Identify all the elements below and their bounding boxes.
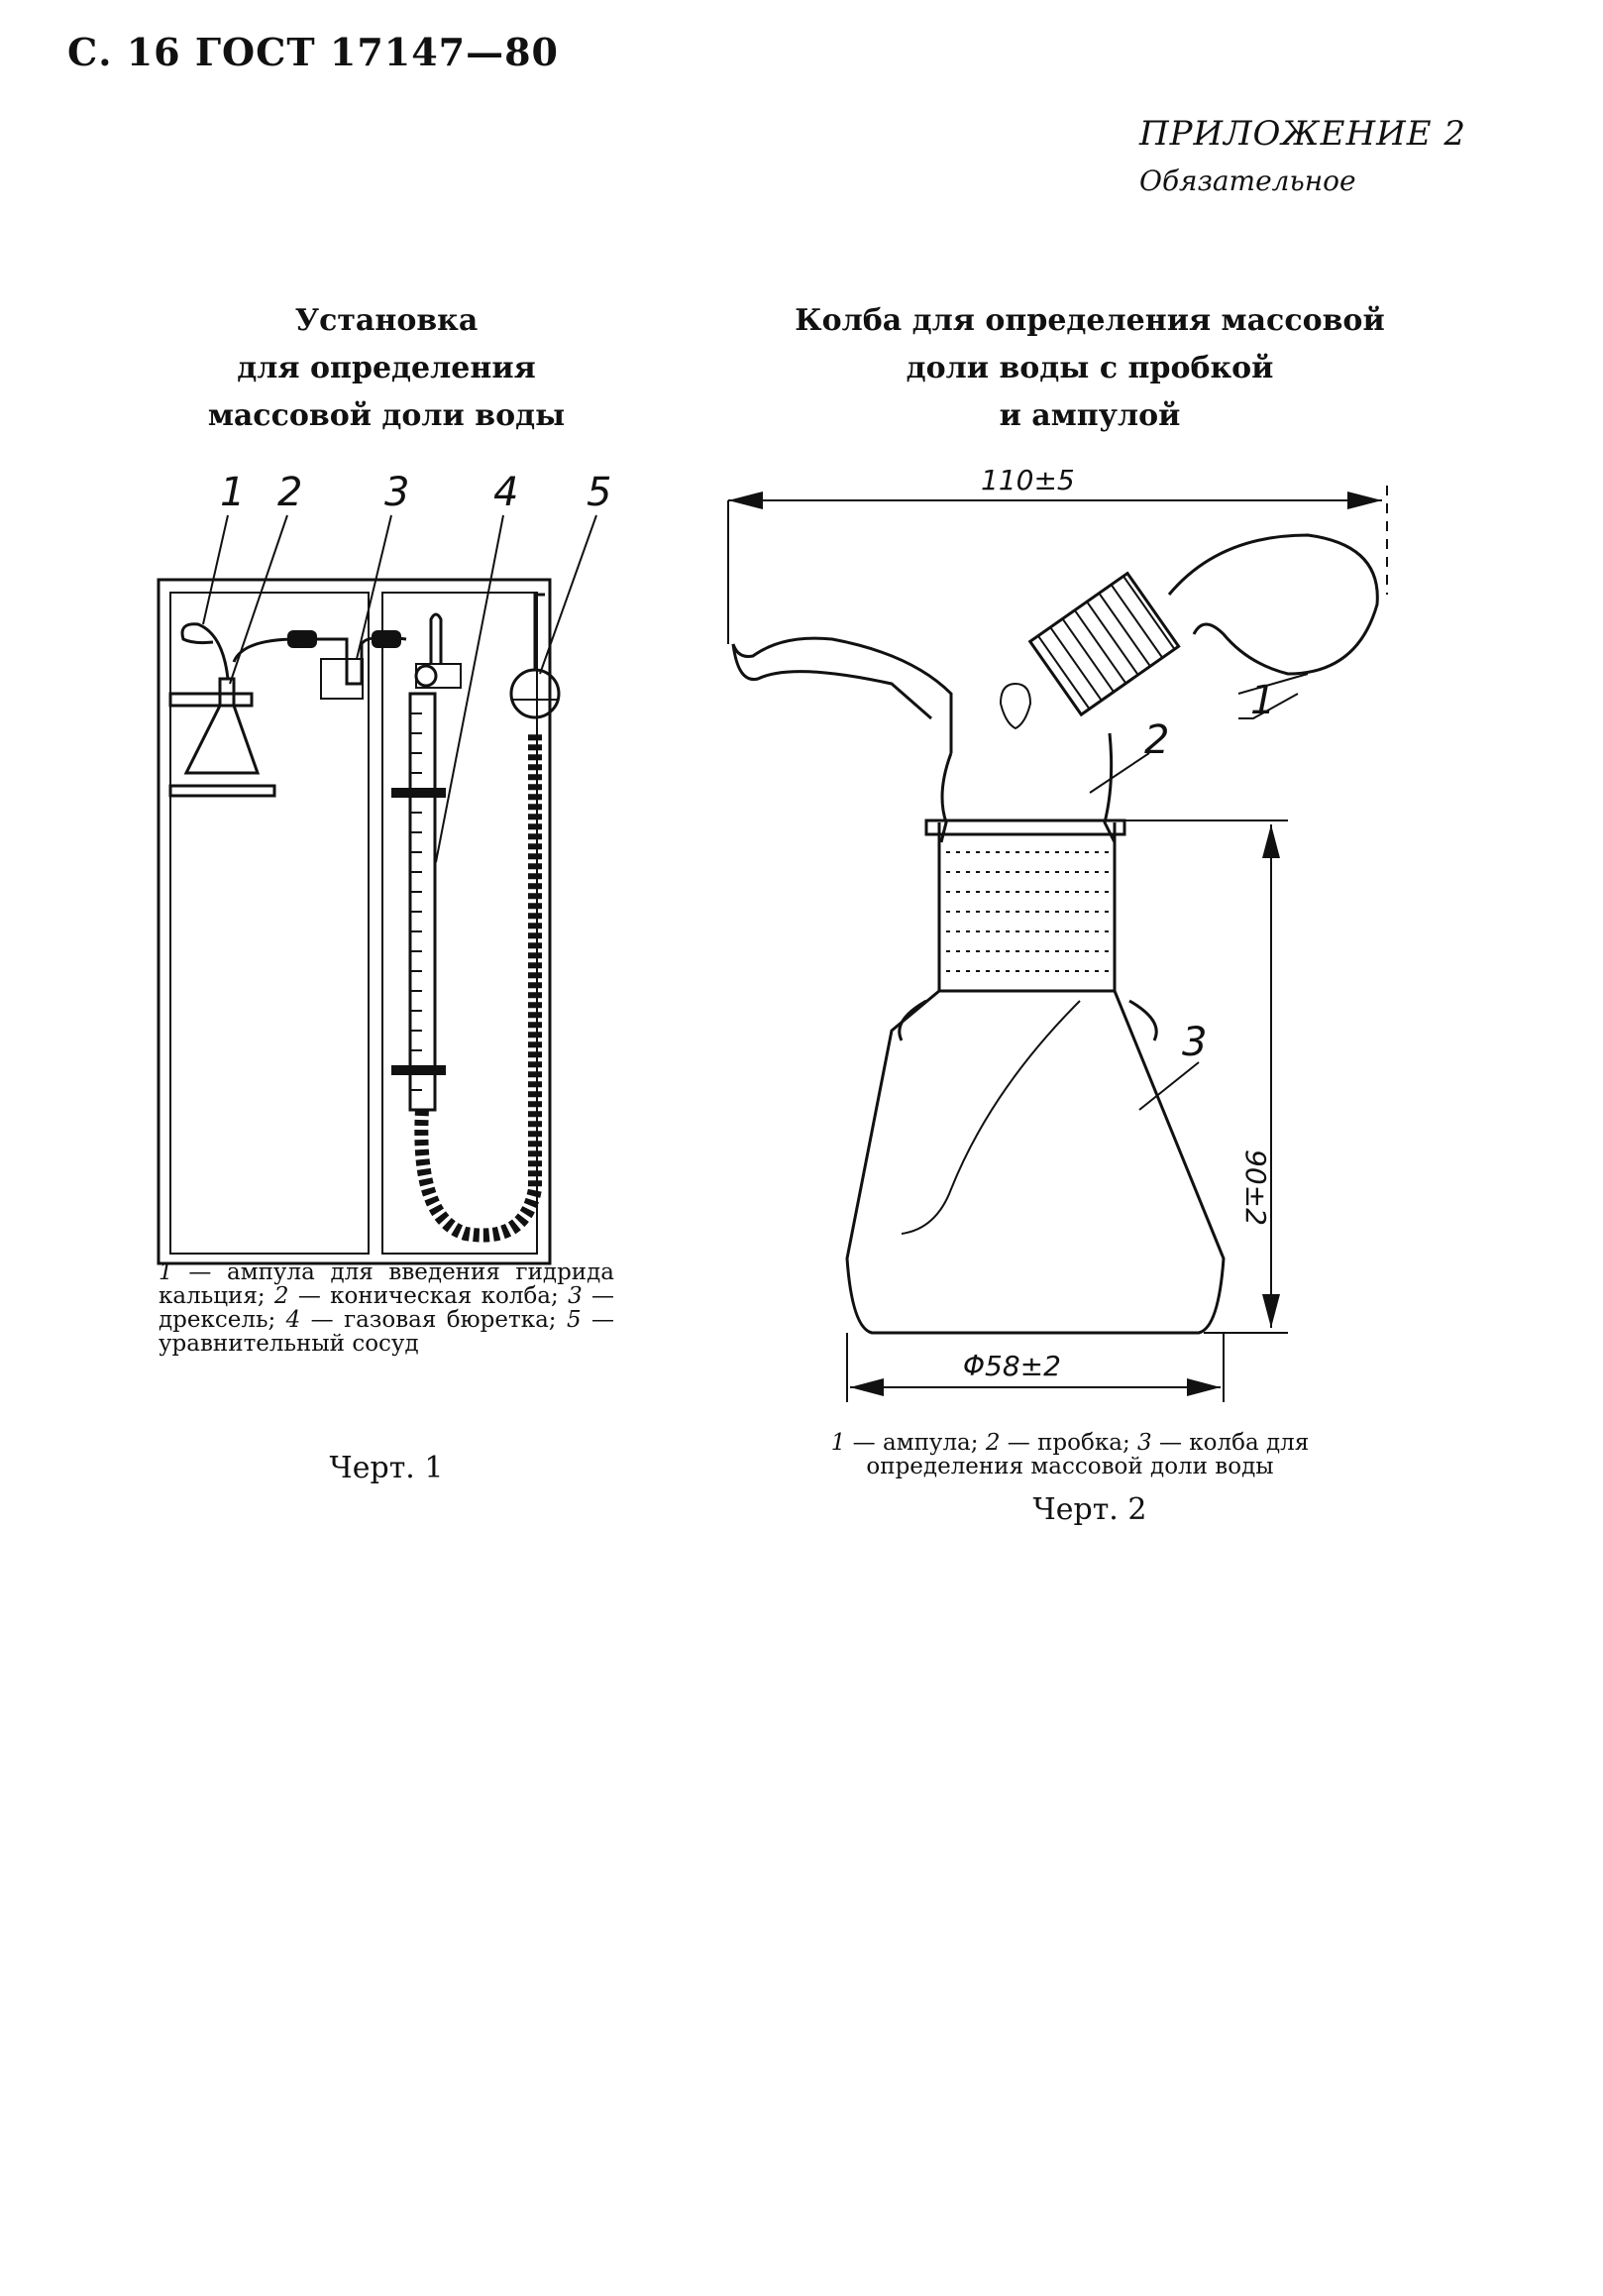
dim-diameter-label: Φ58±2 [963,1350,1061,1382]
dim-height-label: 90±2 [1239,1149,1272,1226]
inner-tube [901,1000,1081,1235]
legend-text: — ампула; [845,1430,986,1456]
appendix-status: Обязательное [1139,164,1356,197]
burette-top [429,612,443,664]
callout-leader-3b [1138,1061,1200,1111]
connector-1 [287,630,317,648]
callout-leader-5 [539,514,597,675]
vent-hole [999,682,1032,730]
figure1-title: Установка для определения массовой доли … [178,297,594,440]
dim-arrow-d-left [850,1378,884,1396]
cabinet-frame [157,578,552,1265]
cabinet-right-compartment [381,592,538,1255]
stopper-assembly [1027,571,1181,717]
figure2-drawing: 110±5 90±2 [727,464,1388,1402]
fig2-callout-1: 1 [1250,678,1275,723]
legend-text: — ампула для введения гидрида кальция; [159,1259,614,1309]
callout-leader-3 [356,514,392,660]
shelf [168,692,254,708]
flask-body [845,989,1226,1335]
figure2-title-line: доли воды с пробкой [906,351,1274,385]
callout-4: 4 [493,470,518,515]
burette-scale [410,712,422,1091]
stopper-rim [924,819,1126,836]
legend-num: 2 [273,1283,289,1309]
callout-leader-2b [1089,752,1150,794]
side-tube-lower [731,643,932,720]
figure1-title-line: для определения [237,351,536,385]
ampoule [180,622,230,680]
legend-num: 2 [985,1430,1001,1456]
figure1-title-line: массовой доли воды [207,398,566,433]
dim-arrow-left [728,492,763,509]
clamp-lower [391,1065,446,1075]
legend-num: 3 [568,1283,583,1309]
figure1-caption: Черт. 1 [329,1451,444,1485]
fig2-callout-3: 3 [1182,1020,1207,1065]
drexel-bottle [317,637,364,686]
legend-num: 5 [566,1307,582,1333]
legend-num: 3 [1137,1430,1152,1456]
legend-text: — коническая колба; [288,1283,569,1309]
cabinet-left-compartment [169,592,370,1255]
legend-num: 4 [285,1307,301,1333]
stopper-ground-section [937,822,1117,993]
legend-text: — колба для определения массовой доли во… [866,1430,1310,1479]
leveling-vessel [509,668,561,719]
side-tube-upper [731,636,953,753]
callout-1: 1 [220,470,245,515]
dim-arrow-top [1262,824,1280,858]
stopper [1027,571,1181,717]
conical-flask [183,677,261,775]
legend-num: 1 [159,1259,173,1285]
callout-leader-4 [435,514,504,863]
gas-burette [408,692,437,1112]
stopcock [414,664,438,688]
callout-leader-2 [229,514,288,685]
legend-text: — уравнительный сосуд [159,1307,614,1357]
callout-leader-1b [1238,693,1299,719]
bottom-shelf [168,784,276,798]
figure1-legend: 1 — ампула для введения гидрида кальция;… [159,1260,614,1356]
connector-2 [372,630,401,648]
legend-text: — газовая бюретка; [300,1307,567,1333]
leveling-vessel-hanger [533,593,545,670]
legend-num: 1 [830,1430,846,1456]
rubber-hose [414,733,542,1243]
callout-2: 2 [277,470,302,515]
figure2-title-line: и ампулой [999,398,1181,433]
ampoule-bulb [1167,533,1379,676]
callout-leader-1 [202,514,229,625]
figure2-title: Колба для определения массовой доли воды… [773,297,1407,440]
flask-lip-left [898,999,927,1041]
neck-left [939,752,953,843]
callout-leader-amp [1237,673,1309,695]
dim-arrow-d-right [1187,1378,1221,1396]
figure1-title-line: Установка [294,303,479,338]
legend-text: — пробка; [1000,1430,1138,1456]
dim-arrow-bottom [1262,1294,1280,1328]
drexel-body [320,658,364,700]
page-header: С. 16 ГОСТ 17147—80 [67,30,559,74]
clamp-upper [391,788,446,798]
callout-3: 3 [384,470,409,515]
stopper-thread [1037,575,1176,710]
dim-arrow-right [1347,492,1382,509]
fig2-callout-2: 2 [1144,717,1169,763]
figure1-drawing: 1 2 3 4 5 [157,470,611,1265]
figure2-caption: Черт. 2 [1032,1492,1147,1527]
flask-lip-right [1128,999,1158,1041]
callout-5: 5 [587,470,611,515]
stopcock-body [415,663,462,689]
figure2-legend: 1 — ампула; 2 — пробка; 3 — колба для оп… [753,1431,1387,1478]
appendix-title: ПРИЛОЖЕНИЕ 2 [1139,114,1467,154]
ground-glass-hatching [946,851,1110,972]
dim-width-label: 110±5 [981,464,1075,496]
legend-text: — дрексель; [159,1283,614,1333]
figure2-title-line: Колба для определения массовой [795,303,1385,338]
